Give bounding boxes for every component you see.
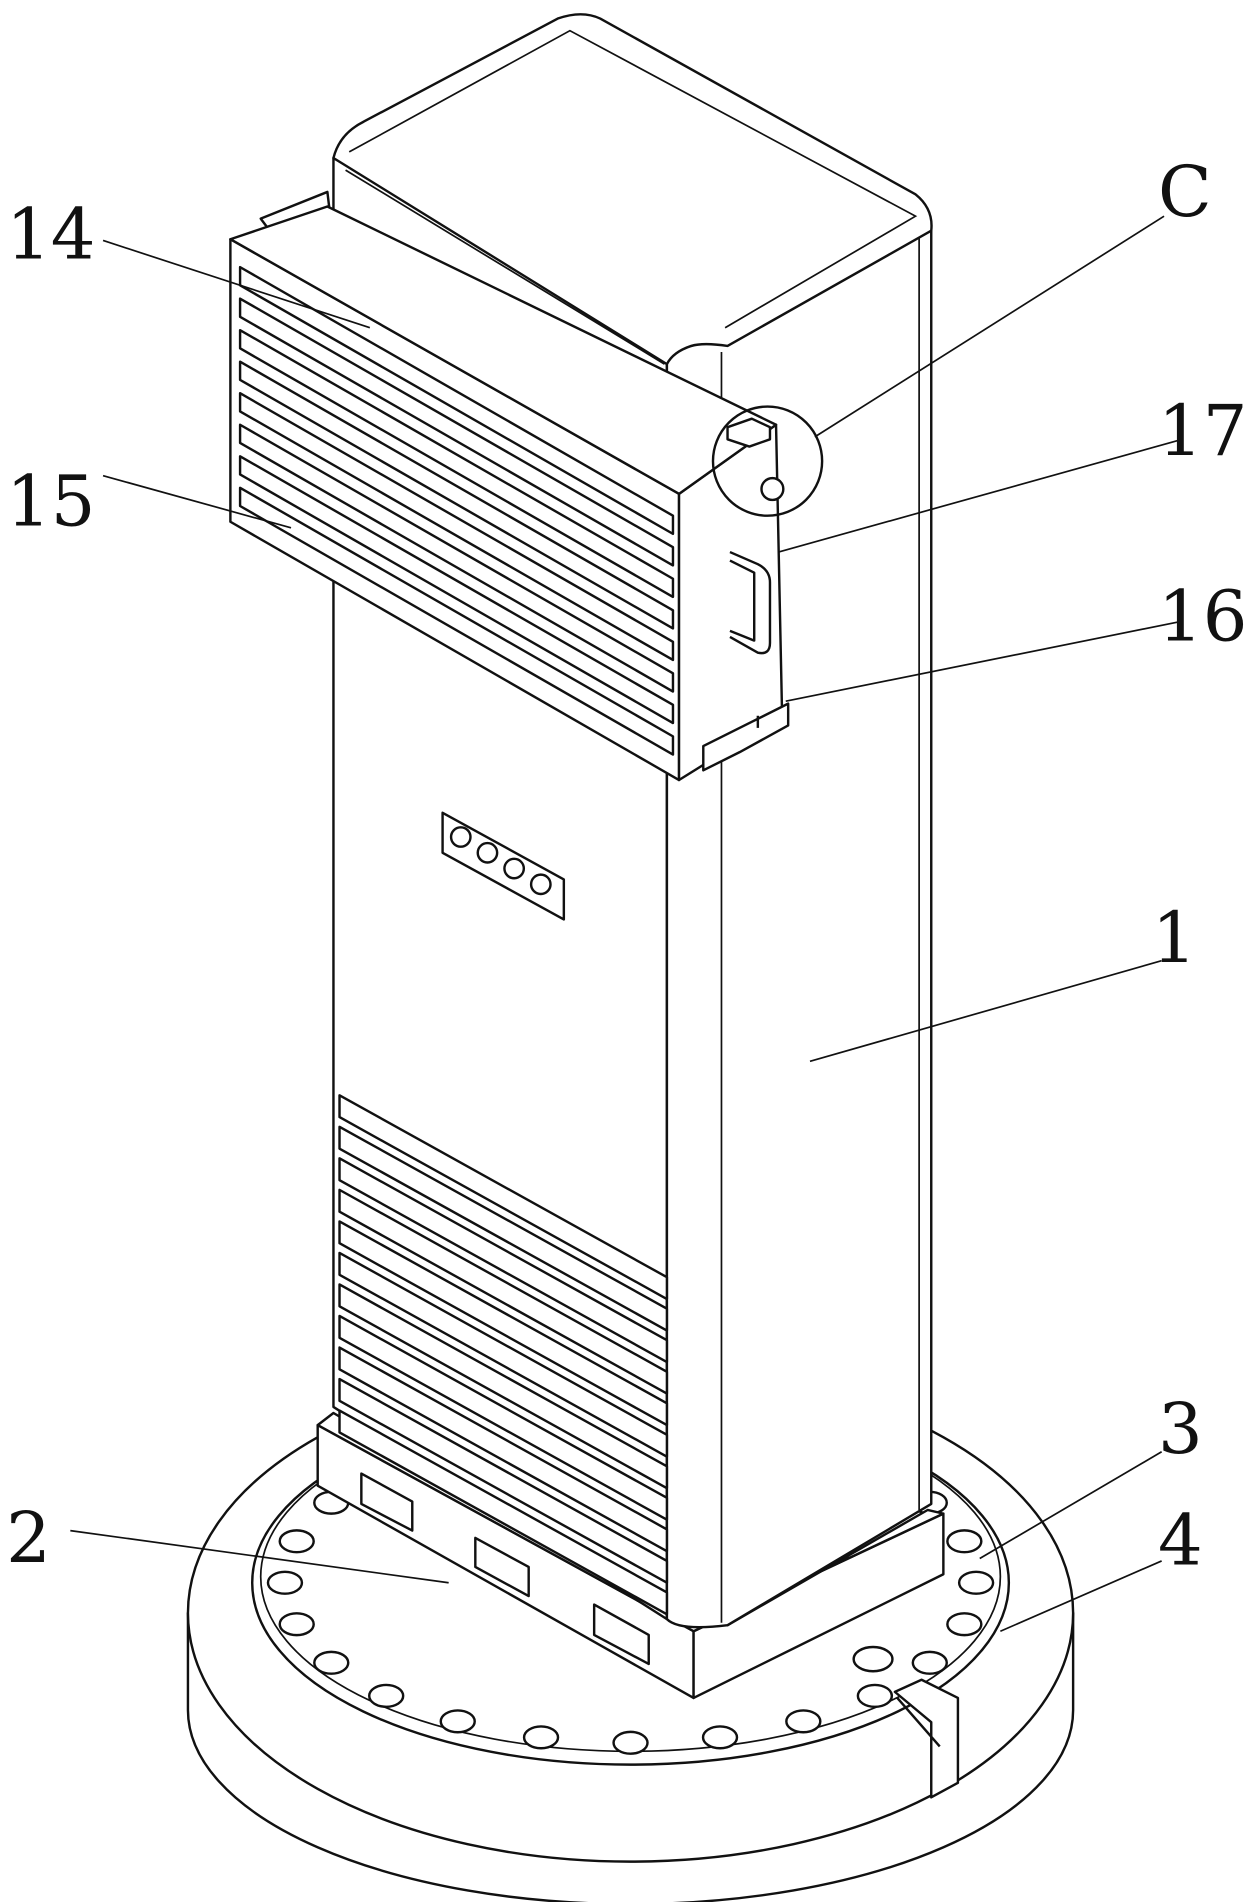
mounting-hole [913, 1652, 947, 1674]
label-3: 3 [1158, 1388, 1203, 1470]
mounting-hole [280, 1530, 314, 1552]
label-15: 15 [6, 460, 95, 542]
label-2: 2 [6, 1497, 51, 1579]
mounting-hole [858, 1685, 892, 1707]
mounting-hole [280, 1613, 314, 1635]
mounting-hole [441, 1710, 475, 1732]
label-17: 17 [1158, 390, 1247, 472]
mounting-hole [703, 1726, 737, 1748]
label-14: 14 [6, 194, 95, 276]
mounting-hole [947, 1613, 981, 1635]
label-1: 1 [1152, 897, 1197, 979]
mounting-hole [314, 1652, 348, 1674]
label-C: C [1158, 151, 1212, 233]
mounting-hole [786, 1710, 820, 1732]
mounting-hole [947, 1530, 981, 1552]
label-16: 16 [1158, 576, 1247, 658]
mounting-hole [959, 1572, 993, 1594]
mounting-hole [369, 1685, 403, 1707]
label-4: 4 [1158, 1500, 1203, 1582]
mounting-hole [524, 1726, 558, 1748]
mounting-hole [614, 1732, 648, 1754]
mounting-hole [268, 1572, 302, 1594]
